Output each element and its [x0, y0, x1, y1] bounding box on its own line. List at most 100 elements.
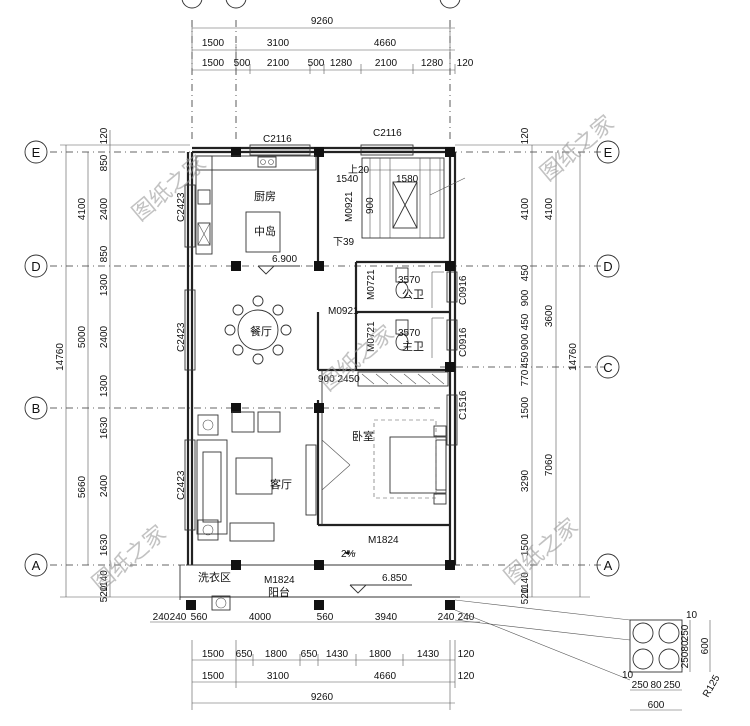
svg-text:1500: 1500: [202, 58, 225, 69]
svg-text:1800: 1800: [369, 649, 392, 660]
svg-text:10: 10: [686, 610, 698, 621]
kitchen-fixtures: [195, 155, 317, 255]
staircase: [361, 157, 466, 239]
svg-text:A: A: [604, 558, 613, 573]
living-furniture: [196, 411, 317, 542]
svg-text:450: 450: [520, 264, 531, 281]
svg-text:1500: 1500: [202, 671, 225, 682]
svg-text:120: 120: [99, 127, 110, 144]
watermark-5: 图纸之家: [500, 514, 583, 590]
svg-text:600: 600: [648, 700, 665, 711]
room-label-master-bath: 主卫: [402, 340, 424, 353]
svg-text:E: E: [32, 145, 41, 160]
window-label-c2423-1: C2423: [176, 192, 187, 222]
bedroom-furniture: [321, 419, 447, 505]
svg-text:6.900: 6.900: [272, 254, 297, 265]
svg-text:1300: 1300: [99, 273, 110, 296]
axis-bubbles-top-partial: [181, 0, 461, 9]
interior-walls: [316, 152, 450, 527]
svg-text:1500: 1500: [520, 533, 531, 556]
svg-text:1280: 1280: [330, 58, 353, 69]
axis-bubble-C-right: C: [596, 355, 620, 379]
svg-text:1430: 1430: [417, 649, 440, 660]
svg-text:2400: 2400: [99, 197, 110, 220]
svg-text:C: C: [603, 360, 612, 375]
svg-text:3290: 3290: [520, 469, 531, 492]
svg-text:80: 80: [650, 680, 662, 691]
svg-text:4100: 4100: [520, 197, 531, 220]
axis-bubble-E-right: E: [596, 140, 620, 164]
svg-text:1300: 1300: [99, 374, 110, 397]
door-label-m0921-hall: M0921: [328, 306, 359, 317]
hall-dims: 900 2450: [318, 374, 360, 385]
svg-text:3100: 3100: [267, 671, 290, 682]
svg-text:3940: 3940: [375, 612, 398, 623]
svg-text:520: 520: [520, 587, 531, 604]
bottom-dimension-chain: 240 240 560 4000 560 3940 240 240 1500 6…: [150, 612, 480, 710]
svg-text:120: 120: [457, 58, 474, 69]
svg-text:3600: 3600: [544, 304, 555, 327]
svg-text:80: 80: [680, 640, 691, 652]
svg-text:250: 250: [632, 680, 649, 691]
svg-text:2100: 2100: [375, 58, 398, 69]
svg-text:600: 600: [700, 637, 711, 654]
room-label-laundry: 洗衣区: [198, 570, 231, 584]
svg-text:14760: 14760: [568, 343, 579, 371]
svg-text:560: 560: [317, 612, 334, 623]
stair-width-2: 1580: [396, 174, 419, 185]
bath-dim-2: 3570: [398, 328, 421, 339]
slope-label: 2%: [341, 549, 356, 560]
svg-text:7060: 7060: [544, 453, 555, 476]
svg-text:A: A: [32, 558, 41, 573]
svg-text:10: 10: [622, 670, 634, 681]
bath-dim-1: 3570: [398, 275, 421, 286]
svg-text:240: 240: [458, 612, 475, 623]
window-label-c0916-1: C0916: [458, 275, 469, 305]
svg-text:1140: 1140: [520, 572, 531, 594]
window-label-c2116-left: C2116: [263, 134, 292, 145]
window-label-c2423-2: C2423: [176, 322, 187, 352]
svg-text:650: 650: [236, 649, 253, 660]
svg-text:2100: 2100: [267, 58, 290, 69]
window-label-c1516: C1516: [458, 390, 469, 420]
svg-text:500: 500: [308, 58, 325, 69]
window-label-c0916-2: C0916: [458, 327, 469, 357]
svg-text:R125: R125: [701, 673, 723, 700]
svg-text:B: B: [32, 401, 41, 416]
svg-text:770: 770: [520, 369, 531, 386]
svg-text:500: 500: [234, 58, 251, 69]
svg-text:1630: 1630: [99, 533, 110, 556]
svg-text:900: 900: [520, 333, 531, 350]
room-label-dining: 餐厅: [250, 324, 272, 338]
svg-text:1140: 1140: [99, 570, 110, 592]
room-label-public-bath: 公卫: [402, 289, 424, 301]
svg-text:4100: 4100: [544, 197, 555, 220]
svg-text:4660: 4660: [374, 671, 397, 682]
svg-text:560: 560: [191, 612, 208, 623]
svg-text:E: E: [604, 145, 613, 160]
structural-columns: [186, 147, 455, 610]
stair-width-1: 1540: [336, 174, 359, 185]
watermark-3: 图纸之家: [316, 321, 399, 397]
svg-text:850: 850: [99, 245, 110, 262]
svg-text:9260: 9260: [311, 692, 334, 703]
door-label-m0921-stair: M0921: [344, 191, 355, 222]
svg-text:5660: 5660: [77, 475, 88, 498]
door-label-m0721-1: M0721: [366, 269, 377, 300]
axis-bubble-D-left: D: [24, 254, 48, 278]
svg-text:D: D: [603, 259, 612, 274]
dining-table: [224, 295, 292, 365]
svg-text:450: 450: [520, 313, 531, 330]
svg-text:2400: 2400: [99, 325, 110, 348]
watermark-1: 图纸之家: [128, 151, 211, 227]
room-label-bedroom: 卧室: [352, 429, 374, 443]
door-label-m1824-bed: M1824: [368, 535, 399, 546]
right-dimension-chain: 120 4100 450 900 450 450 900 450 770 150…: [455, 127, 590, 604]
svg-text:120: 120: [458, 671, 475, 682]
detail-leader-lines: [454, 599, 631, 681]
svg-text:4100: 4100: [77, 197, 88, 220]
svg-text:250: 250: [680, 624, 691, 641]
svg-text:14760: 14760: [55, 343, 66, 371]
svg-text:240: 240: [170, 612, 187, 623]
svg-text:1430: 1430: [326, 649, 349, 660]
